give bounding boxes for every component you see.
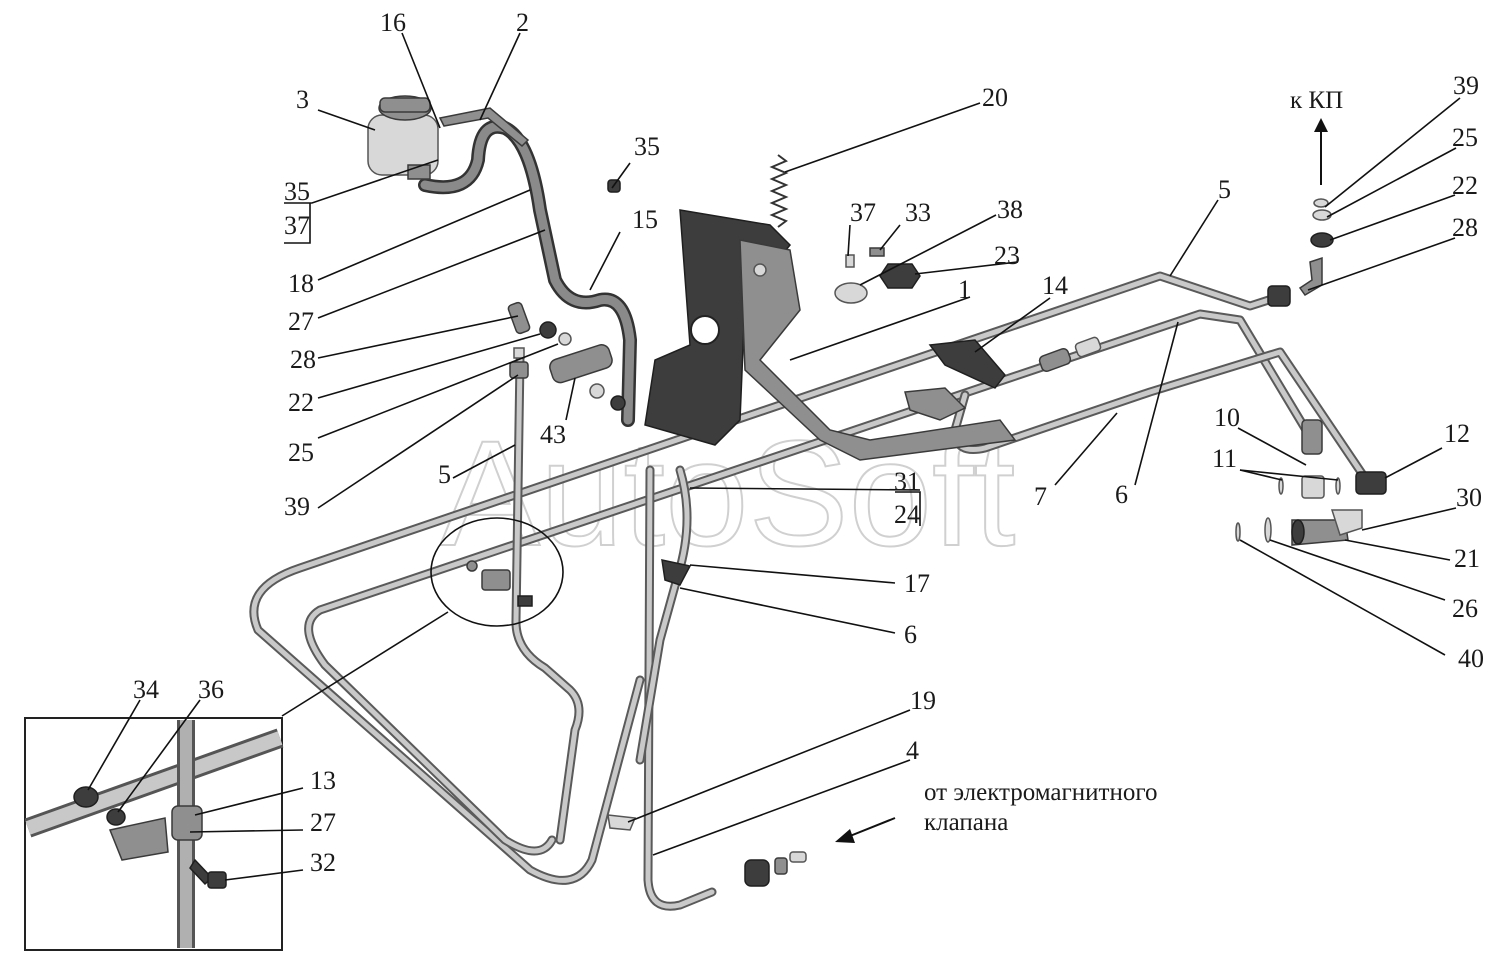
brake-pedal-pad — [904, 387, 967, 421]
label-5-right: 5 — [1218, 175, 1231, 204]
label-22-left: 22 — [288, 388, 314, 417]
label-27-top: 27 — [288, 307, 314, 336]
note-from-valve-line1: от электромагнитного — [924, 779, 1157, 806]
hose-18 — [418, 119, 637, 427]
label-37-left: 37 — [284, 211, 310, 240]
label-17: 17 — [904, 569, 930, 598]
label-28-right: 28 — [1452, 213, 1478, 242]
detail-callout-circle — [430, 517, 564, 627]
pipe-7 — [950, 347, 1370, 483]
pipe-4 — [643, 465, 717, 911]
label-35-left: 35 — [284, 177, 310, 206]
label-35-top: 35 — [634, 132, 660, 161]
label-36: 36 — [198, 675, 224, 704]
label-40: 40 — [1458, 644, 1484, 673]
label-14: 14 — [1042, 271, 1068, 300]
fittings-bottom — [607, 559, 807, 887]
leader-lines — [87, 32, 1461, 881]
detail-inset — [24, 717, 284, 951]
bracket — [438, 107, 530, 148]
label-39-left: 39 — [284, 492, 310, 521]
clip-detail — [466, 560, 533, 607]
label-39-right: 39 — [1453, 71, 1479, 100]
label-33: 33 — [905, 198, 931, 227]
slave-cylinder-14 — [1038, 336, 1102, 372]
label-16: 16 — [380, 8, 406, 37]
label-26: 26 — [1452, 594, 1478, 623]
pipe-5-vertical — [511, 355, 584, 845]
label-4: 4 — [906, 736, 919, 765]
callout-labels: 16 2 3 35 37 18 27 28 22 25 39 5 43 35 1… — [133, 8, 1484, 877]
arrow-to-gearbox — [1314, 118, 1328, 185]
label-32: 32 — [310, 848, 336, 877]
label-43: 43 — [540, 420, 566, 449]
note-from-valve-line2: клапана — [924, 809, 1008, 836]
label-18: 18 — [288, 269, 314, 298]
label-10: 10 — [1214, 403, 1240, 432]
label-6-right: 6 — [1115, 480, 1128, 509]
label-19: 19 — [910, 686, 936, 715]
label-25-left: 25 — [288, 438, 314, 467]
spring — [769, 154, 789, 228]
label-1: 1 — [958, 275, 971, 304]
label-11: 11 — [1212, 444, 1237, 473]
pipe-6 — [304, 309, 1317, 856]
pipe-5-main — [249, 271, 1280, 885]
label-24: 24 — [894, 500, 920, 529]
master-cylinder — [549, 344, 626, 411]
fittings-right — [1235, 198, 1387, 546]
label-15: 15 — [632, 205, 658, 234]
label-21: 21 — [1454, 544, 1480, 573]
arrow-from-valve — [835, 817, 896, 843]
fittings-left — [507, 179, 621, 379]
label-27-inset: 27 — [310, 808, 336, 837]
label-23: 23 — [994, 241, 1020, 270]
label-6-bottom: 6 — [904, 620, 917, 649]
note-to-gearbox: к КП — [1290, 87, 1343, 114]
label-38: 38 — [997, 195, 1023, 224]
label-7: 7 — [1034, 482, 1047, 511]
label-5-left: 5 — [438, 460, 451, 489]
pedal-bracket — [644, 209, 1017, 461]
label-31: 31 — [894, 467, 920, 496]
label-30: 30 — [1456, 483, 1482, 512]
label-13: 13 — [310, 766, 336, 795]
label-12: 12 — [1444, 419, 1470, 448]
label-25-right: 25 — [1452, 123, 1478, 152]
label-3: 3 — [296, 85, 309, 114]
clutch-pedal-pad — [928, 339, 1006, 389]
label-2: 2 — [516, 8, 529, 37]
label-37-top: 37 — [850, 198, 876, 227]
label-22-right: 22 — [1452, 171, 1478, 200]
reservoir — [367, 95, 439, 180]
label-28-left: 28 — [290, 345, 316, 374]
label-20: 20 — [982, 83, 1008, 112]
label-34: 34 — [133, 675, 159, 704]
